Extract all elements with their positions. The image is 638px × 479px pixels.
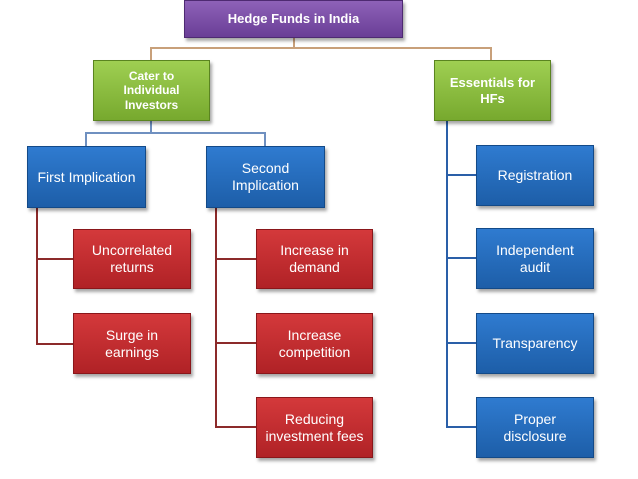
first-item-2-label: Surge in earnings [105,326,159,360]
second-item-2-label: Increase competition [278,326,351,360]
essential-item-2: Independent audit [476,228,594,289]
essential-item-1: Registration [476,145,594,206]
second-item-1-label: Increase in demand [280,242,349,275]
root-connector-right [294,47,492,60]
essential-item-4-label: Proper disclosure [503,410,567,444]
first-implication-connector [36,208,73,345]
second-item-3-label: Reducing investment fees [265,410,364,444]
implication-label-first: First Implication [37,168,136,185]
root-connector [150,38,295,60]
second-item-3: Reducing investment fees [256,397,373,458]
essential-item-3-label: Transparency [492,335,578,352]
essential-item-3: Transparency [476,313,594,374]
branch-connector [85,121,152,146]
branch-node-essentials: Essentials for HFs [434,60,551,121]
branch-node-cater: Cater to Individual Investors [93,60,210,121]
implication-node-first: First Implication [27,146,146,208]
essential-item-1-label: Registration [497,167,573,184]
essentials-connector [446,121,476,428]
essential-item-2-label: Independent audit [496,241,574,275]
first-item-2: Surge in earnings [73,313,191,374]
second-implication-connector [215,208,256,428]
implication-node-second: Second Implication [206,146,325,208]
first-item-1: Uncorrelated returns [73,229,191,289]
root-label: Hedge Funds in India [227,11,360,27]
branch-label-cater: Cater to Individual Investors [123,68,180,112]
essential-item-4: Proper disclosure [476,397,594,458]
implication-label-second: Second Implication [232,160,299,193]
branch-connector-right [151,132,266,146]
second-item-2: Increase competition [256,313,373,374]
branch-label-essentials: Essentials for HFs [449,74,536,106]
first-item-1-label: Uncorrelated returns [91,242,173,275]
second-item-1: Increase in demand [256,229,373,289]
root-node: Hedge Funds in India [184,0,403,38]
